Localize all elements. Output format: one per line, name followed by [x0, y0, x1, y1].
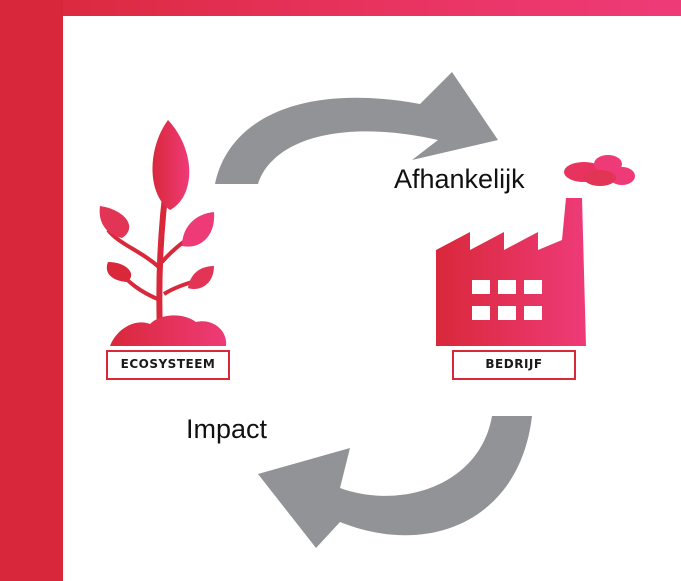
- dependency-arrow: [215, 72, 498, 184]
- plant-icon: [99, 120, 227, 346]
- left-accent-bar: [0, 0, 63, 581]
- impact-arrow: [258, 416, 532, 548]
- factory-icon: [436, 198, 586, 346]
- ecosystem-node-label: ECOSYSTEEM: [106, 350, 230, 380]
- impact-label: Impact: [186, 414, 268, 444]
- dependency-label: Afhankelijk: [394, 164, 525, 194]
- business-node-label: BEDRIJF: [452, 350, 576, 380]
- smoke-cloud-icon: [564, 155, 635, 186]
- top-accent-bar: [0, 0, 681, 16]
